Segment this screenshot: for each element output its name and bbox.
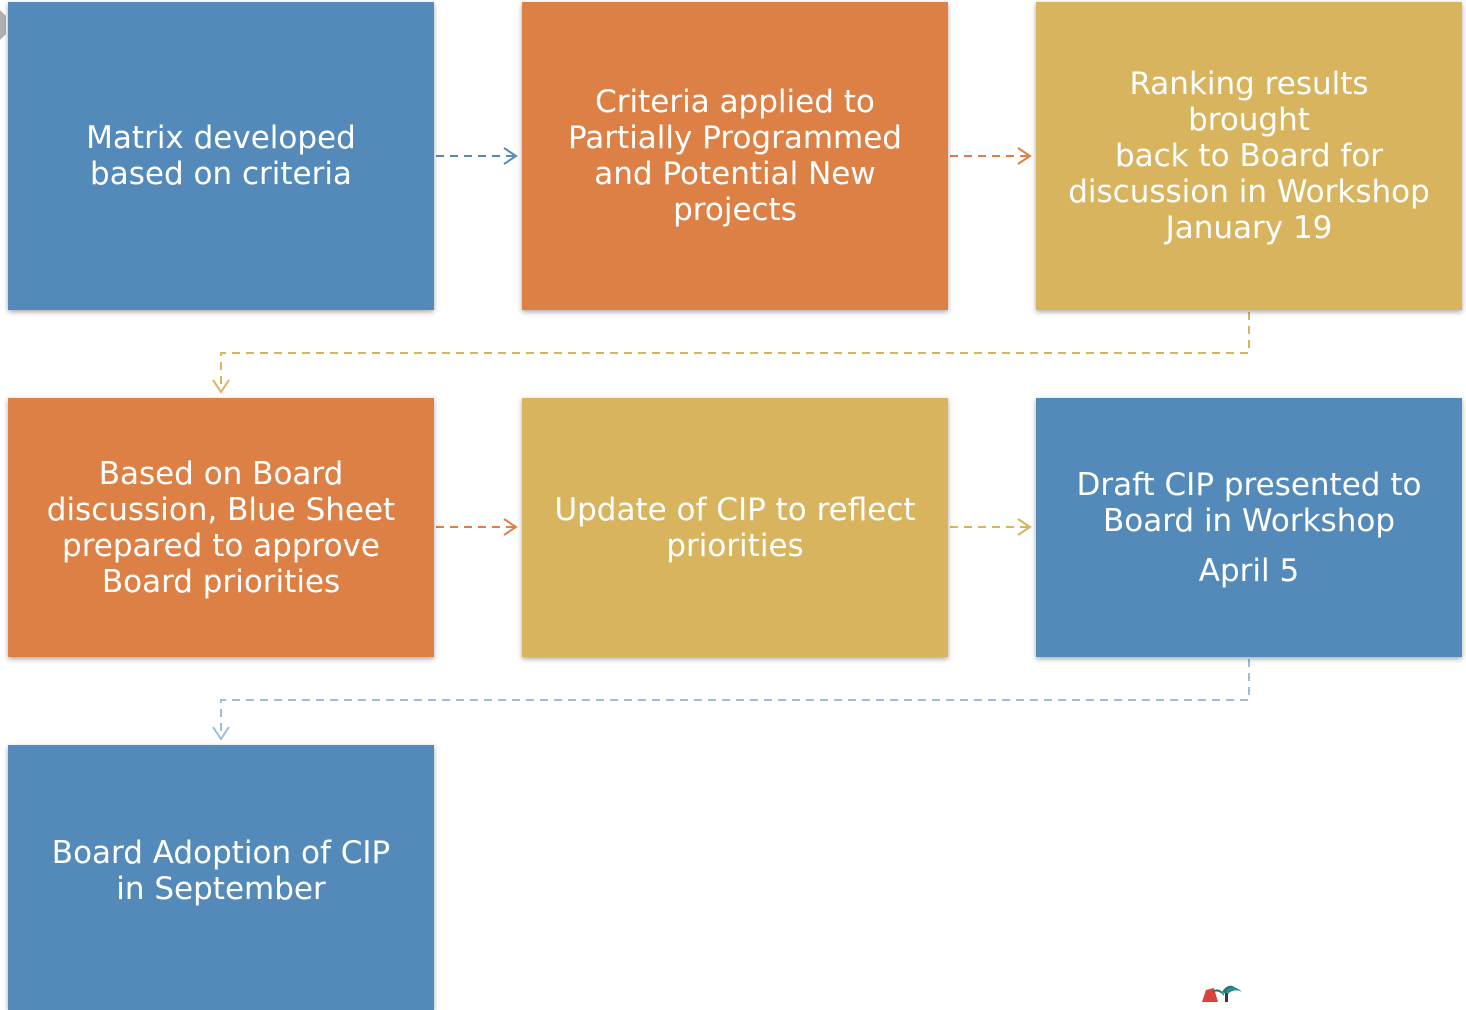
step-card-6: Draft CIP presented to Board in Workshop… — [1036, 398, 1462, 657]
step-1-line-2: based on criteria — [90, 156, 352, 192]
step-6-line-2: Board in Workshop — [1102, 502, 1396, 539]
step-7-line-2: in September — [116, 870, 326, 907]
step-4-line-3: prepared to approve — [62, 527, 380, 564]
step-3-line-3: discussion in Workshop — [1068, 174, 1430, 210]
step-4-line-1: Based on Board — [98, 455, 344, 492]
step-card-1: Matrix developed based on criteria — [8, 2, 434, 310]
step-card-7: Board Adoption of CIP in September — [8, 745, 434, 1010]
connector-step5-step6 — [950, 518, 1032, 536]
corner-mark-icon — [0, 10, 6, 40]
step-3-line-1: Ranking results brought — [1129, 66, 1369, 138]
step-2-line-4: projects — [673, 192, 797, 228]
step-card-3: Ranking results brought back to Board fo… — [1036, 2, 1462, 310]
step-card-3-fill: Ranking results brought back to Board fo… — [1044, 10, 1454, 302]
step-7-line-1: Board Adoption of CIP — [51, 834, 391, 871]
step-card-5: Update of CIP to reflect priorities — [522, 398, 948, 657]
step-2-line-2: Partially Programmed — [568, 120, 902, 156]
step-3-line-4: January 19 — [1165, 210, 1333, 246]
step-6-line-1: Draft CIP presented to — [1076, 466, 1422, 503]
connector-step1-step2 — [436, 147, 518, 165]
step-card-6-fill: Draft CIP presented to Board in Workshop… — [1044, 406, 1454, 649]
step-6-date: April 5 — [1198, 552, 1300, 589]
connector-step3-step4 — [212, 312, 1250, 394]
connector-step2-step3 — [950, 147, 1032, 165]
connector-step4-step5 — [436, 518, 518, 536]
palm-tree-logo-icon — [1202, 985, 1242, 1002]
step-card-4: Based on Board discussion, Blue Sheet pr… — [8, 398, 434, 657]
step-card-1-fill: Matrix developed based on criteria — [16, 10, 426, 302]
step-5-line-1: Update of CIP to reflect — [554, 491, 916, 528]
step-4-line-4: Board priorities — [101, 563, 341, 600]
step-2-line-1: Criteria applied to — [595, 84, 875, 120]
step-card-7-fill: Board Adoption of CIP in September — [16, 753, 426, 1002]
connector-step6-step7 — [212, 659, 1250, 741]
step-5-line-2: priorities — [666, 527, 804, 564]
step-2-line-3: and Potential New — [594, 156, 876, 192]
step-card-5-fill: Update of CIP to reflect priorities — [530, 406, 940, 649]
step-card-4-fill: Based on Board discussion, Blue Sheet pr… — [16, 406, 426, 649]
step-card-2: Criteria applied to Partially Programmed… — [522, 2, 948, 310]
step-3-line-2: back to Board for — [1114, 138, 1384, 174]
step-4-line-2: discussion, Blue Sheet — [46, 491, 396, 528]
step-card-2-fill: Criteria applied to Partially Programmed… — [530, 10, 940, 302]
step-1-line-1: Matrix developed — [86, 120, 356, 156]
